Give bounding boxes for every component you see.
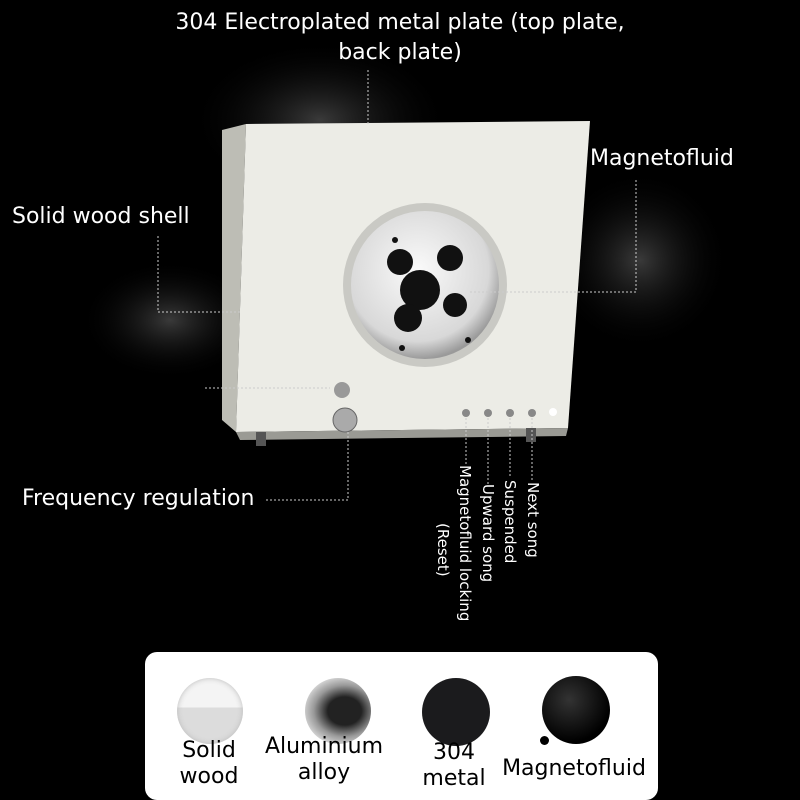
upward-song-label: Upward song [479, 484, 497, 583]
magnetofluid-drop-icon [542, 676, 610, 744]
callout-text: 304 Electroplated metal plate (top plate… [175, 10, 625, 35]
magnetofluid-blob [387, 237, 471, 351]
control-buttons [462, 408, 557, 417]
frequency-regulation-callout: Frequency regulation [22, 486, 255, 511]
reset-label: (Reset) [434, 523, 452, 577]
solid-wood-shell-callout: Solid wood shell [12, 204, 190, 229]
material-label: Magnetofluid [502, 756, 646, 781]
callout-lines [157, 70, 637, 501]
magnetofluid-locking-label: Magnetofluid locking [456, 465, 474, 622]
next-song-label: Next song [524, 482, 542, 558]
magnetofluid-callout: Magnetofluid [590, 146, 734, 171]
metal-ball-icon [422, 678, 490, 746]
frequency-knob[interactable] [332, 407, 358, 433]
speaker-side-face [222, 124, 246, 432]
suspended-label: Suspended [501, 480, 519, 564]
small-knob[interactable] [334, 382, 350, 398]
solid-wood-ball-icon [177, 678, 243, 744]
aluminium-ball-icon [305, 678, 371, 744]
callout-text: back plate) [338, 40, 462, 65]
top-plate-callout: 304 Electroplated metal plate (top plate… [150, 8, 650, 68]
material-magnetofluid: Magnetofluid [490, 652, 658, 800]
